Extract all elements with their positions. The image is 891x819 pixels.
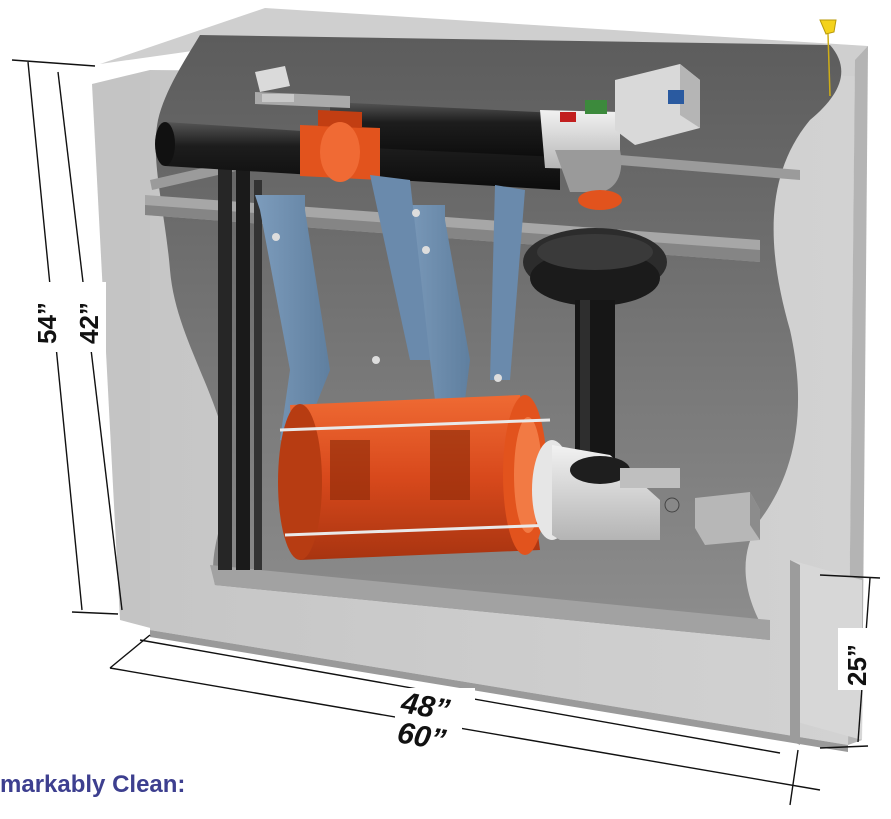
pump-motor <box>278 395 556 560</box>
dim-depth: 25” <box>842 644 872 686</box>
motor-brackets <box>255 175 525 445</box>
lifting-ring-icon <box>819 19 837 97</box>
dim-inner-height: 42” <box>74 302 104 344</box>
red-ball-valve <box>262 94 380 182</box>
elbow-fitting <box>540 110 622 210</box>
control-box-icon <box>255 64 700 145</box>
pressure-tank <box>523 228 667 470</box>
vertical-pipes <box>218 150 262 570</box>
caption-heading: markably Clean: <box>0 771 186 798</box>
dim-overall-height: 54” <box>32 302 62 344</box>
pump-head <box>532 440 760 545</box>
